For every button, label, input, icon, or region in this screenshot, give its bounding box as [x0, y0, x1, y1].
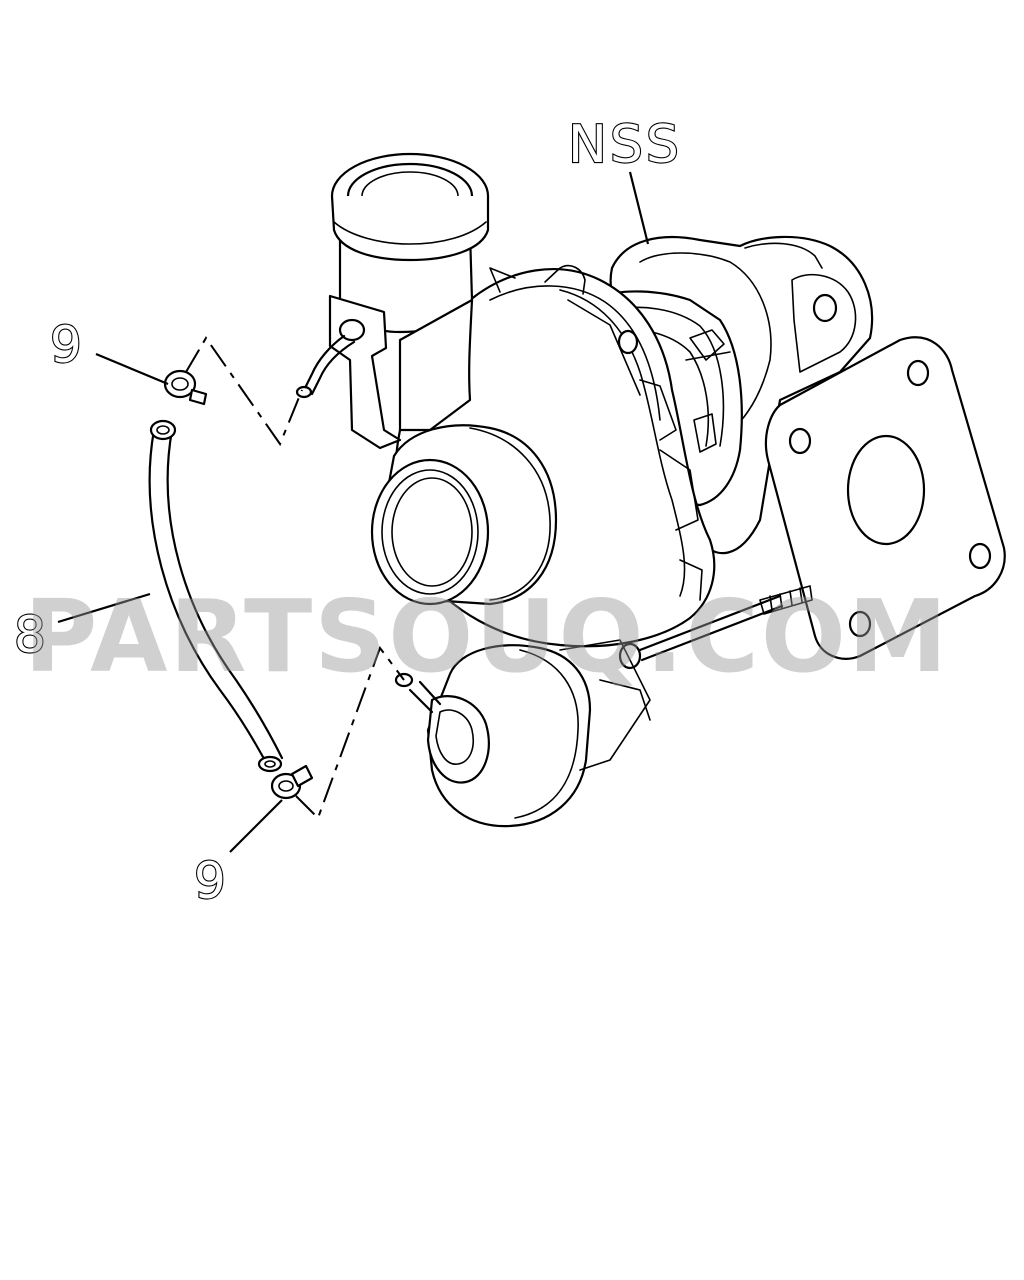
compressor-outlet-pipe	[330, 152, 490, 432]
compressor-inlet	[370, 424, 558, 606]
leader-lines	[57, 171, 650, 853]
pipe-bracket	[295, 294, 402, 450]
turbocharger-assembly[interactable]	[295, 152, 1006, 828]
wastegate-actuator	[394, 644, 592, 828]
hose-clamp-upper[interactable]	[163, 369, 208, 406]
hose-clamp-lower[interactable]	[270, 764, 314, 800]
assembly-lines	[185, 336, 405, 820]
callout-9-lower: 9	[194, 852, 226, 910]
actuator-rod	[559, 585, 813, 771]
vacuum-hose[interactable]	[148, 419, 284, 773]
callout-nss: NSS	[568, 115, 682, 175]
callout-8: 8	[14, 606, 46, 664]
exhaust-flange	[764, 336, 1006, 660]
callout-9-upper: 9	[50, 316, 82, 374]
